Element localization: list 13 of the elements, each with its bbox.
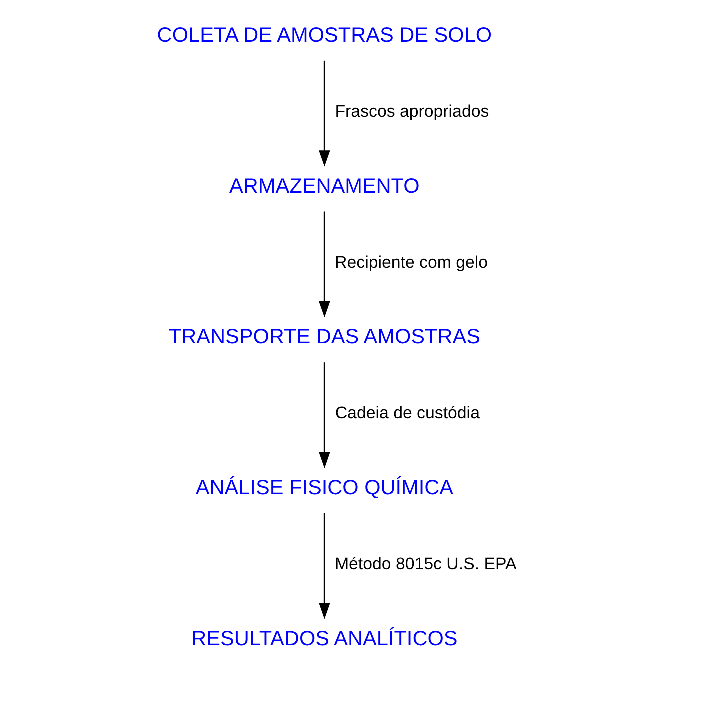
node-text: COLETA DE AMOSTRAS DE SOLO [156,24,492,48]
edge-label: Frascos apropriados [334,102,489,121]
node-text: RESULTADOS ANALÍTICOS [191,627,458,650]
node-text: TRANSPORTE DAS AMOSTRAS [168,326,480,349]
edge-label: Cadeia de custódia [334,404,480,423]
arrow [318,212,330,318]
edge-label: Método 8015c U.S. EPA [334,554,516,574]
arrow [318,513,330,620]
edge-label: Recipiente com gelo [334,252,488,272]
arrow [318,60,330,167]
node-text: ANÁLISE FISICO QUÍMICA [195,476,454,500]
node-text: ARMAZENAMENTO [229,174,420,198]
arrow [318,362,330,468]
